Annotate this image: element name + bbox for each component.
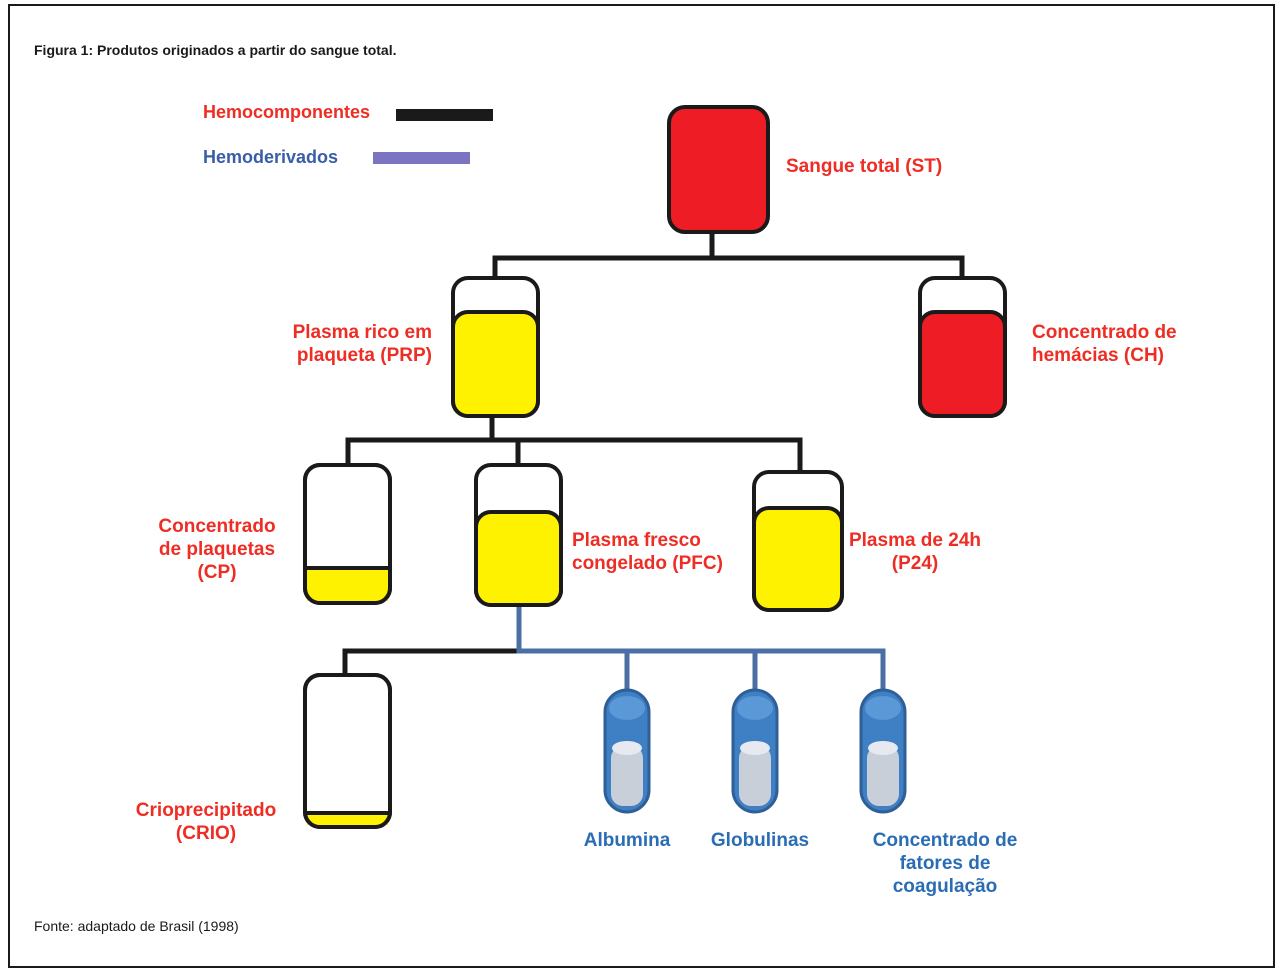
label-cf-line1: Concentrado de: [872, 830, 1018, 851]
vial-albumina: [603, 688, 651, 814]
vial-globulinas: [731, 688, 779, 814]
bag-ch: [918, 276, 1007, 418]
bag-cp: [303, 463, 392, 605]
label-p24-line2: (P24): [891, 553, 939, 574]
bag-p24: [752, 470, 844, 612]
legend-hemocomponentes-label: Hemocomponentes: [203, 102, 371, 122]
bag-pfc: [474, 463, 563, 607]
label-prp-line2: plaqueta (PRP): [296, 345, 432, 366]
hemoderivado-connectors: [516, 601, 886, 693]
label-cp-line3: (CP): [197, 562, 237, 583]
vial-fatores-coagulacao: [859, 688, 907, 814]
label-cp-line1: Concentrado: [158, 516, 276, 537]
bag-crio: [303, 673, 392, 829]
label-fatores-coagulacao: Concentrado de fatores de coagulação: [850, 829, 1040, 898]
label-ch: Concentrado de hemácias (CH): [1032, 321, 1177, 367]
legend-hemoderivados-swatch: [373, 152, 470, 164]
figure-title: Figura 1: Produtos originados a partir d…: [34, 42, 397, 58]
label-prp-line1: Plasma rico em: [292, 322, 432, 343]
label-globulinas: Globulinas: [710, 830, 810, 851]
legend-hemocomponentes-swatch: [396, 109, 493, 121]
label-p24-line1: Plasma de 24h: [848, 530, 982, 551]
label-cp-line2: de plaquetas: [158, 539, 276, 560]
label-prp: Plasma rico em plaqueta (PRP): [240, 321, 432, 367]
hemocomponente-connectors: [342, 229, 965, 678]
label-cp: Concentrado de plaquetas (CP): [142, 515, 292, 584]
label-sangue-total: Sangue total (ST): [786, 156, 943, 177]
legend-hemoderivados-label: Hemoderivados: [203, 147, 339, 167]
label-cf-line3: coagulação: [892, 876, 998, 897]
label-crio-line1: Crioprecipitado: [135, 800, 277, 821]
label-pfc-line1: Plasma fresco: [572, 530, 701, 551]
source-note: Fonte: adaptado de Brasil (1998): [34, 918, 239, 934]
label-ch-line1: Concentrado de: [1032, 322, 1177, 343]
bag-prp: [451, 276, 540, 418]
label-crio-line2: (CRIO): [175, 823, 237, 844]
bag-sangue-total: [667, 105, 770, 234]
label-albumina: Albumina: [583, 830, 671, 851]
label-crio: Crioprecipitado (CRIO): [118, 799, 294, 845]
label-cf-line2: fatores de: [899, 853, 991, 874]
label-ch-line2: hemácias (CH): [1032, 345, 1164, 366]
label-pfc: Plasma fresco congelado (PFC): [572, 529, 723, 575]
label-pfc-line2: congelado (PFC): [572, 553, 723, 574]
label-p24: Plasma de 24h (P24): [846, 529, 984, 575]
